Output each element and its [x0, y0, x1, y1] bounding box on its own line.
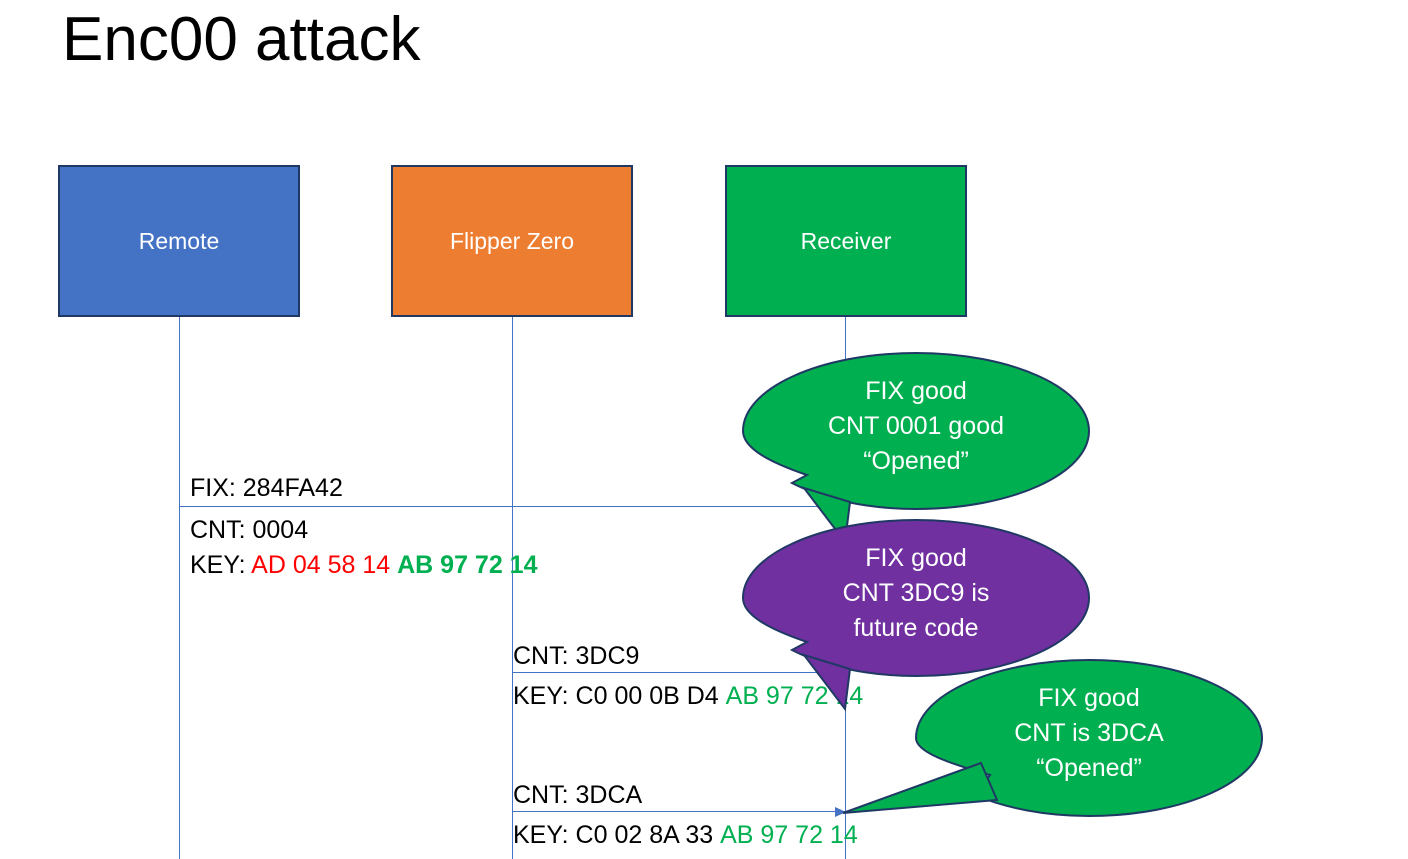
actor-label-flipper-zero: Flipper Zero [450, 228, 574, 254]
message-1-key-label: KEY: AD 04 58 14 AB 97 72 14 [190, 548, 538, 582]
callout-bubble-3[interactable]: FIX good CNT is 3DCA “Opened” [842, 658, 1264, 819]
message-3-key-part2: AB 97 72 14 [720, 821, 858, 849]
message-1-key-part2: AB 97 72 14 [397, 551, 538, 579]
actor-box-flipper-zero[interactable]: Flipper Zero [391, 165, 633, 317]
message-3-key-part1: C0 02 8A 33 [575, 821, 714, 849]
actor-label-receiver: Receiver [800, 228, 892, 254]
callout-shape-3 [842, 658, 1264, 818]
message-1-cnt-label: CNT: 0004 [190, 516, 309, 544]
callout-shape-1 [741, 351, 1091, 545]
message-1-key-part1: AD 04 58 14 [251, 551, 391, 579]
message-2-key-space [719, 682, 726, 710]
callout-shape-2 [741, 518, 1091, 712]
message-2-key-part1: C0 00 0B D4 [575, 682, 719, 710]
page-title: Enc00 attack [62, 5, 421, 74]
actor-box-remote[interactable]: Remote [58, 165, 300, 317]
callout-bubble-2[interactable]: FIX good CNT 3DC9 is future code [741, 518, 1091, 712]
lifeline-flipper-zero [512, 317, 513, 859]
message-3-key-prefix: KEY: [513, 821, 576, 849]
message-3-key-label: KEY: C0 02 8A 33 AB 97 72 14 [513, 818, 858, 852]
actor-box-receiver[interactable]: Receiver [725, 165, 967, 317]
message-1-key-prefix: KEY: [190, 551, 252, 579]
message-2-key-prefix: KEY: [513, 682, 576, 710]
lifeline-remote [179, 317, 180, 859]
actor-label-remote: Remote [138, 228, 220, 254]
message-arrow-3 [513, 806, 846, 817]
callout-bubble-1[interactable]: FIX good CNT 0001 good “Opened” [741, 351, 1091, 545]
message-2-key-label: KEY: C0 00 0B D4 AB 97 72 14 [513, 679, 863, 713]
message-1-fix-label: FIX: 284FA42 [190, 474, 343, 502]
message-2-cnt-label: CNT: 3DC9 [513, 642, 640, 670]
message-3-cnt-label: CNT: 3DCA [513, 781, 643, 809]
